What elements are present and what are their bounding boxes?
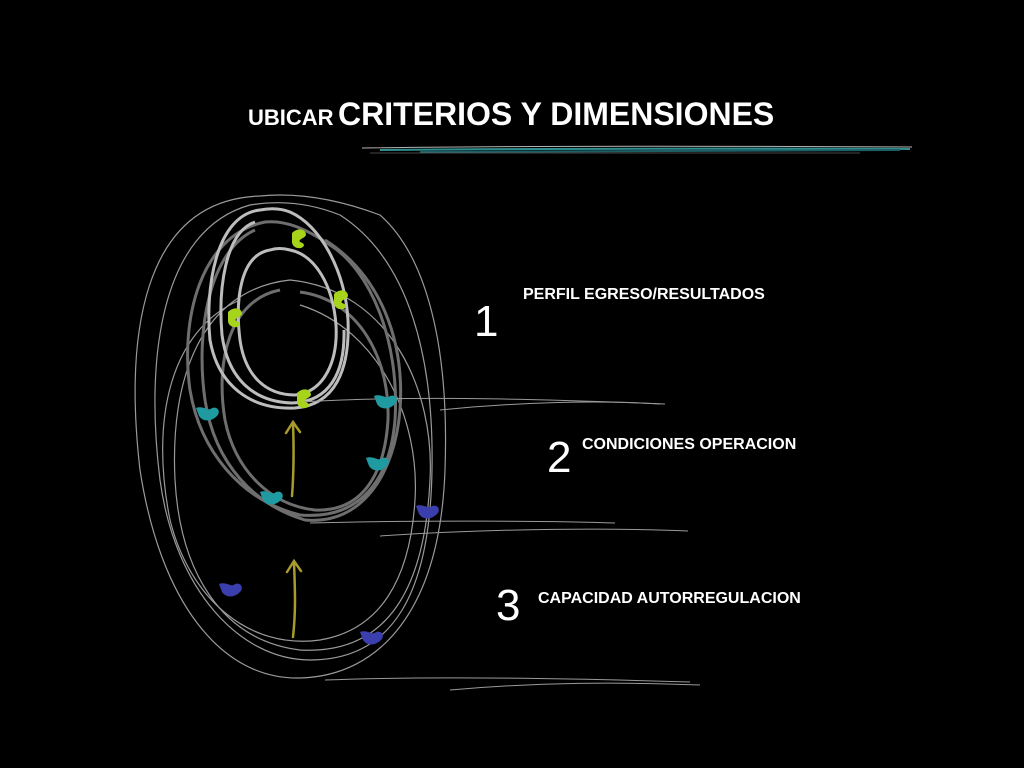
- middle-rings: [186, 220, 403, 522]
- title-main: CRITERIOS Y DIMENSIONES: [338, 96, 775, 132]
- leader-lines: [299, 397, 701, 691]
- level-1-number: 1: [474, 297, 499, 346]
- title-prefix: UBICAR: [248, 105, 334, 130]
- inner-rings: [207, 207, 350, 410]
- title-underline: [361, 145, 913, 154]
- upward-arrows: [284, 419, 303, 639]
- level-3-label: CAPACIDAD AUTORREGULACION: [538, 590, 801, 607]
- level-2-label: CONDICIONES OPERACION: [582, 436, 797, 453]
- outer-marks: [219, 505, 439, 645]
- slide-title: UBICAR CRITERIOS Y DIMENSIONES: [248, 92, 928, 136]
- level-1-label: PERFIL EGRESO/RESULTADOS: [523, 286, 765, 303]
- outer-rings: [134, 194, 447, 679]
- level-2-number: 2: [547, 433, 572, 482]
- level-3-number: 3: [496, 581, 521, 630]
- inner-marks: [228, 229, 348, 409]
- middle-marks: [196, 395, 397, 505]
